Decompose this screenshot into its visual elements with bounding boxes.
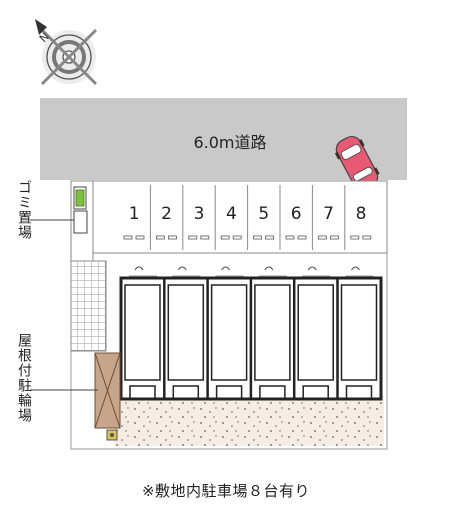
unit-entrance <box>129 385 156 399</box>
door-swing-icon <box>221 266 231 271</box>
compass: N <box>35 19 98 86</box>
garbage-box <box>73 210 88 234</box>
apartment-unit <box>124 284 161 381</box>
garbage-area-label: ゴミ置場 <box>16 180 32 240</box>
wheel-stop <box>265 235 275 240</box>
parking-space-number: 1 <box>129 204 140 224</box>
unit-entrance <box>172 385 200 399</box>
bike-shelter-label: 屋根付駐輪場 <box>16 333 32 423</box>
unit-entrance <box>302 385 329 399</box>
apartment-unit <box>297 284 334 381</box>
wheel-stop <box>188 235 198 240</box>
apartment-unit <box>254 284 291 381</box>
parking-strip <box>92 180 388 254</box>
wheel-stop <box>200 235 210 240</box>
parking-spaces: 1 2 3 4 5 6 7 8 <box>123 185 372 250</box>
apartment-unit <box>210 284 248 381</box>
north-arrow-icon <box>35 19 47 35</box>
wheel-stop <box>167 235 177 240</box>
parking-space-number: 5 <box>258 204 269 224</box>
apartment-building <box>119 266 383 401</box>
grid-walkway <box>70 260 107 352</box>
door-swing-icon <box>177 266 187 271</box>
apartment-unit <box>167 284 205 381</box>
door-swing-icon <box>307 266 317 271</box>
wheel-stop <box>155 235 165 240</box>
parking-space-number: 2 <box>161 204 172 224</box>
wheel-stop <box>220 235 230 240</box>
footnote: ※敷地内駐車場８台有り <box>141 482 311 500</box>
door-swing-icon <box>134 266 144 271</box>
wheel-stop <box>123 235 133 240</box>
apartment-unit <box>340 284 378 381</box>
wheel-stop <box>232 235 242 240</box>
wheel-stop <box>285 235 295 240</box>
road-label: 6.0m道路 <box>193 133 266 152</box>
wheel-stop <box>317 235 327 240</box>
unit-entrance <box>345 385 373 399</box>
parking-space-number: 6 <box>291 204 302 224</box>
parking-space-number: 8 <box>356 204 367 224</box>
gravel-area <box>114 395 384 446</box>
wheel-stop <box>253 235 263 240</box>
wheel-stop <box>329 235 339 240</box>
wheel-stop <box>350 235 360 240</box>
parking-space-number: 3 <box>194 204 205 224</box>
garbage-plant-icon <box>75 189 85 207</box>
parking-space-number: 7 <box>323 204 334 224</box>
wheel-stop <box>362 235 372 240</box>
unit-entrance <box>215 385 243 399</box>
wheel-stop <box>135 235 145 240</box>
parking-space-number: 4 <box>226 204 237 224</box>
door-swing-icon <box>351 266 360 271</box>
unit-entrance <box>259 385 286 399</box>
wheel-stop <box>297 235 307 240</box>
door-swing-icon <box>264 266 274 271</box>
